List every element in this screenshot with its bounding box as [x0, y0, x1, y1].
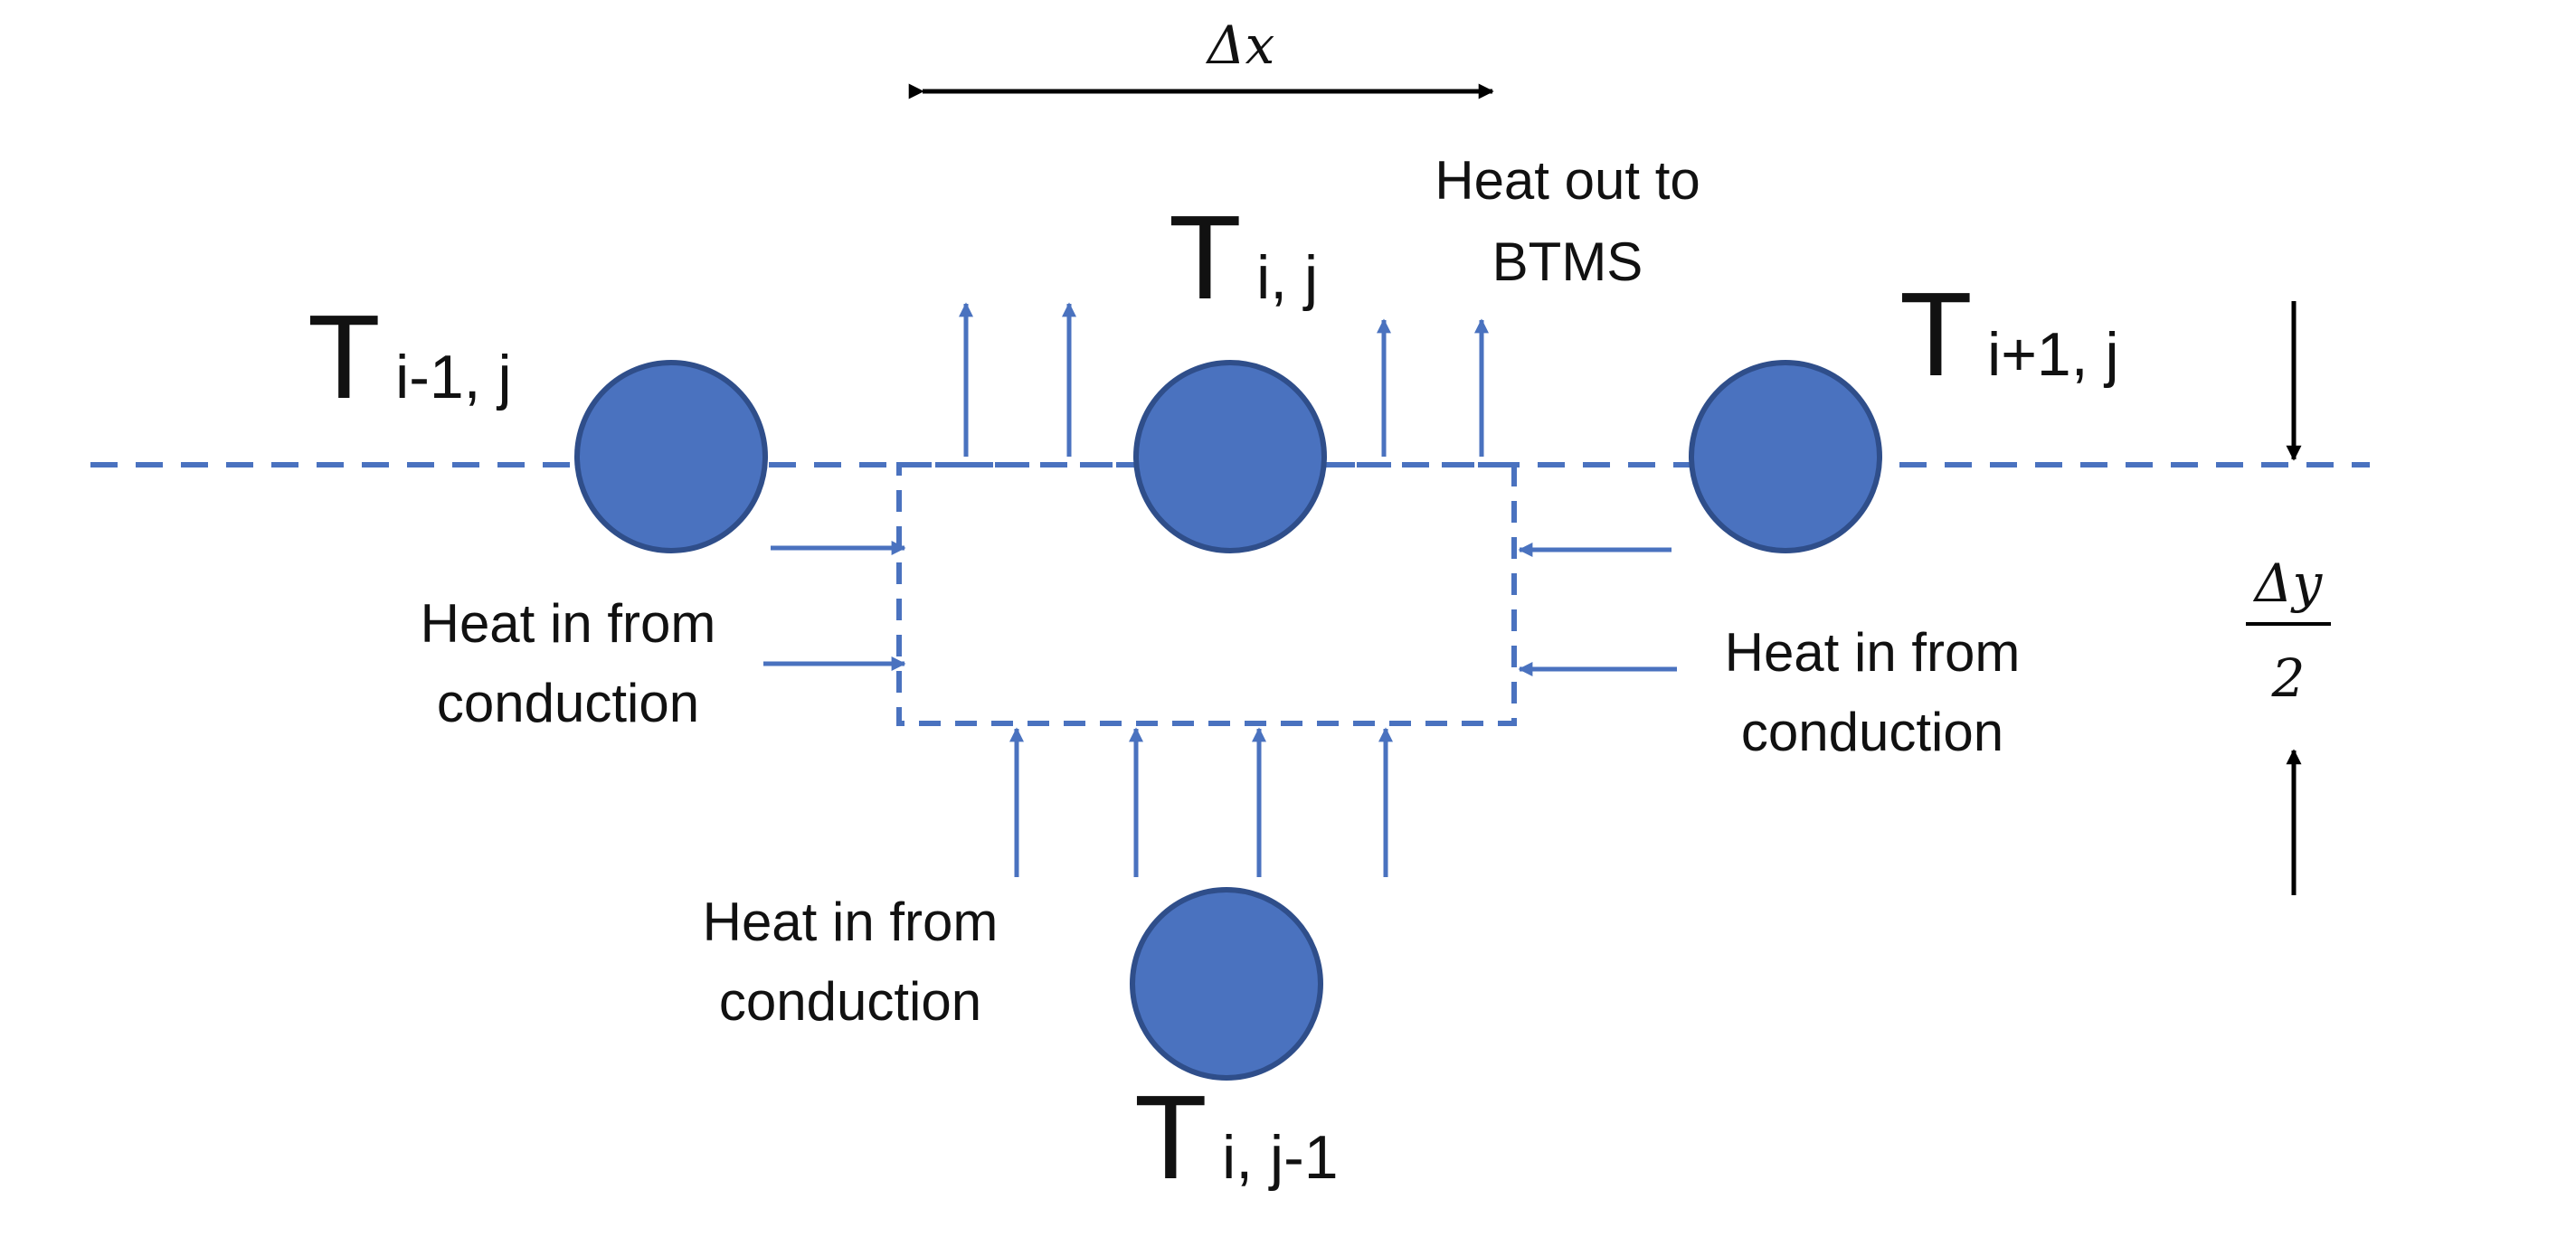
node-label-left: T i-1, j [308, 290, 512, 423]
node-label-T: T [1169, 191, 1242, 324]
heat-in-bottom-arrows [1009, 727, 1394, 877]
dx-label: Δx [1206, 14, 1275, 76]
node-label-subscript: i, j [1256, 243, 1318, 312]
node-label-below: T i, j-1 [1134, 1071, 1339, 1204]
heat-out-label: Heat out to BTMS [1435, 150, 1700, 292]
node-below [1130, 887, 1323, 1081]
heat-in-bottom-label: Heat in from conduction [703, 892, 999, 1032]
heat-in-right-label-line1: Heat in from [1725, 622, 2021, 683]
heat-in-right-label-line2: conduction [1741, 702, 2003, 762]
heat-out-arrows [958, 302, 1490, 457]
node-label-T: T [1899, 268, 1973, 401]
node-label-subscript: i+1, j [1987, 320, 2119, 389]
node-left [574, 360, 768, 553]
node-label-subscript: i-1, j [395, 343, 511, 411]
dy-half-dimension: Δy 2 [2246, 301, 2331, 895]
heat-in-left-label-line1: Heat in from [421, 593, 716, 654]
node-right [1689, 360, 1882, 553]
node-label-subscript: i, j-1 [1222, 1123, 1338, 1192]
dy-numerator: Δy [2253, 552, 2324, 614]
heat-in-bottom-label-line1: Heat in from [703, 892, 999, 952]
node-label-T: T [308, 290, 381, 423]
heat-in-right-arrows [1518, 542, 1677, 677]
dx-dimension: Δx [908, 14, 1494, 99]
heat-in-left-arrows [763, 540, 906, 672]
heat-in-left-label: Heat in from conduction [421, 593, 716, 733]
dy-denominator: 2 [2271, 647, 2306, 709]
heat-out-label-line2: BTMS [1492, 231, 1643, 292]
heat-in-left-label-line2: conduction [437, 673, 699, 733]
node-center [1133, 360, 1327, 553]
heat-in-right-label: Heat in from conduction [1725, 622, 2021, 762]
heat-in-bottom-label-line2: conduction [719, 971, 981, 1032]
node-label-T: T [1134, 1071, 1208, 1204]
heat-out-label-line1: Heat out to [1435, 150, 1700, 211]
node-label-right: T i+1, j [1899, 268, 2119, 401]
node-label-center: T i, j [1169, 191, 1318, 324]
